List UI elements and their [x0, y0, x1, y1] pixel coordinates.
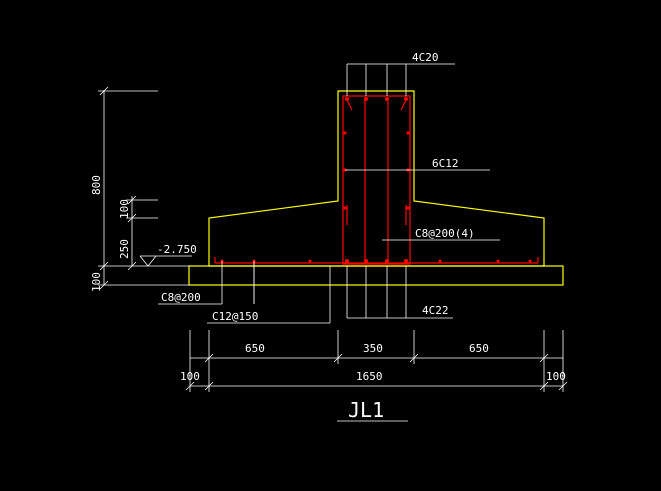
- slab-bar-dot: [528, 259, 532, 263]
- top-bar-dot: [404, 97, 408, 101]
- bottom-bar-dot: [364, 259, 368, 263]
- label-bottom-transverse: C8@200: [161, 291, 201, 304]
- label-stirrups: C8@200(4): [415, 227, 475, 240]
- bedding-layer-outline: [188, 265, 564, 286]
- top-bar-dot: [345, 97, 349, 101]
- horizontal-dimensions: [185, 330, 568, 422]
- bottom-bar-dot: [385, 259, 389, 263]
- stirrup-outer: [342, 95, 411, 265]
- side-bar-dot: [343, 131, 347, 135]
- top-hook-left: [346, 99, 353, 111]
- leader-lines: [158, 63, 500, 324]
- dim-lower-base: 250: [118, 239, 131, 259]
- vertical-dimensions: [98, 86, 192, 290]
- concrete-outline: [188, 90, 564, 286]
- dim-total-width: 1650: [356, 370, 383, 383]
- side-bar-dot: [343, 206, 347, 210]
- label-bottom-longitudinal: C12@150: [212, 310, 258, 323]
- dim-right-bedding: 100: [546, 370, 566, 383]
- dim-upper-slope: 100: [118, 199, 131, 219]
- reinforcement: [214, 95, 539, 265]
- label-side-bars: 6C12: [432, 157, 459, 170]
- bottom-bar-dot: [404, 259, 408, 263]
- dim-right-flange: 650: [469, 342, 489, 355]
- top-hook-right: [400, 99, 407, 111]
- label-bottom-bars: 4C22: [422, 304, 449, 317]
- dim-total-height: 800: [90, 175, 103, 195]
- label-top-bars: 4C20: [412, 51, 439, 64]
- slab-bar-dot: [308, 259, 312, 263]
- bottom-bar-dot: [345, 259, 349, 263]
- label-elevation: -2.750: [157, 243, 197, 256]
- rebar-dots: [220, 97, 532, 263]
- dim-web-width: 350: [363, 342, 383, 355]
- slab-bar-dot: [496, 259, 500, 263]
- dim-left-bedding: 100: [180, 370, 200, 383]
- side-bar-dot: [406, 131, 410, 135]
- dim-left-flange: 650: [245, 342, 265, 355]
- side-bar-dot: [406, 206, 410, 210]
- slab-bar-dot: [438, 259, 442, 263]
- dim-bedding: 100: [90, 272, 103, 292]
- drawing-title: JL1: [348, 398, 384, 422]
- top-bar-dot: [364, 97, 368, 101]
- top-bar-dot: [385, 97, 389, 101]
